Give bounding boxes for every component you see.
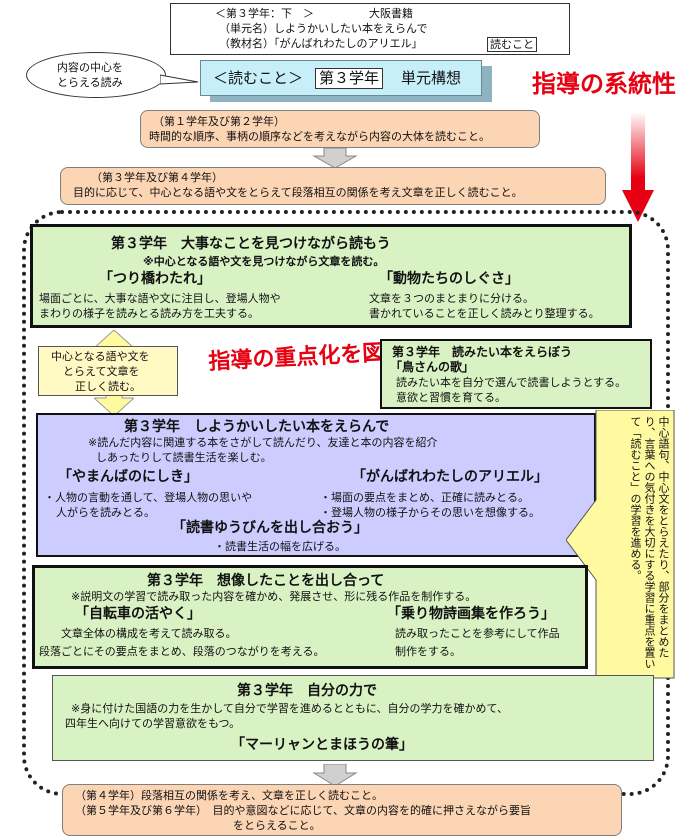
block3-right-title: 「乗り物詩画集を作ろう」 [387, 606, 555, 622]
header-line2: （単元名）しようかいしたい本をえらんで [219, 22, 428, 35]
header-line1: ＜第３学年：下 ＞ 大阪書籍 [215, 7, 413, 20]
block2-left-l2: 人がらを読みとる。 [56, 506, 155, 519]
block2-bottom-l1: ・読書生活の幅を広げる。 [214, 540, 346, 553]
block2-left-l1: ・人物の言動を通して、登場人物の思いや [44, 491, 253, 504]
block2-bottom-title: 「読書ゆうびんを出し合おう」 [172, 520, 368, 536]
ellipse-pointer [160, 74, 199, 85]
block1-left-l2: まわりの様子を読みとる読み方を工夫する。 [39, 307, 259, 320]
vertical-note: 中心語句、中心文をとらえたり、部分をまとめたり、言葉への気付きを大切にする学習に… [596, 414, 674, 676]
next-grade-box: （第４学年）段落相互の関係を考え、文章を正しく読むこと。 （第５学年及び第６学年… [62, 784, 622, 836]
block-2: 第３学年 しようかいしたい本をえらんで ※読んだ内容に関連する本をさがして読んだ… [36, 413, 596, 557]
block1-left-title: 「つり橋わたれ」 [99, 271, 211, 287]
block2-note2: しあったりして読書生活を楽しむ。 [96, 451, 272, 464]
block1-left-l1: 場面ごとに、大事な語や文に注目し、登場人物や [39, 292, 281, 305]
vertical-note-text: 中心語句、中心文をとらえたり、部分をまとめたり、言葉への気付きを大切にする学習に… [629, 416, 670, 669]
block1-title: 第３学年 大事なことを見つけながら読もう [111, 236, 391, 252]
block3-note: ※説明文の学習で読み取った内容を確かめ、発展させ、形に残る作品を制作する。 [71, 590, 477, 603]
block2-left-title: 「やまんばのにしき」 [58, 469, 198, 485]
block-4: 第３学年 自分の力で ※身に付けた国語の力を生かして自分で学習を進めるとともに、… [52, 675, 654, 761]
block2-note1: ※読んだ内容に関連する本をさがして読んだり、友達と本の内容を紹介 [88, 436, 438, 449]
header-box: ＜第３学年：下 ＞ 大阪書籍 （単元名）しようかいしたい本をえらんで （教材名）… [170, 3, 570, 55]
book-l2: 意欲と習慣を育てる。 [396, 391, 506, 404]
system-arrow [622, 112, 654, 222]
unit-banner-suffix: 単元構想 [401, 69, 462, 87]
header-badge: 読むこと [487, 37, 537, 52]
block2-right-l1: ・場面の要点をまとめ、正確に読みとる。 [320, 491, 529, 504]
vertical-note-arrow [566, 410, 675, 679]
block1-right-l2: 書かれていることを正しく読みとり整理する。 [369, 307, 600, 320]
ellipse-line2: とらえる読み [57, 76, 123, 89]
prev-grade-text: 時間的な順序、事柄の順序などを考えながら内容の大体を読むこと。 [149, 130, 490, 143]
block3-left-l1: 文章全体の構成を考えて読み取る。 [61, 627, 237, 640]
grade34-label: （第３学年及び第４学年） [91, 171, 223, 184]
block4-note2: 四年生へ向けての学習意欲をもつ。 [65, 717, 241, 730]
block4-title: 第３学年 自分の力で [237, 683, 377, 699]
book-title: 第３学年 読みたい本をえらぼう [392, 345, 573, 359]
next-grade-l3: をとらえること。 [233, 819, 321, 832]
side-note: 中心となる語や文を とらえて文章を 正しく読む。 [38, 346, 178, 396]
block-book: 第３学年 読みたい本をえらぼう 「鳥さんの歌」 読みたい本を自分で選んで読書しよ… [380, 339, 652, 409]
block3-left-l2: 段落ごとにその要点をまとめ、段落のつながりを考える。 [39, 645, 325, 658]
grade34-text: 目的に応じて、中心となる語や文をとらえて段落相互の関係を考え文章を正しく読むこと… [73, 186, 523, 199]
ellipse-line1: 内容の中心を [57, 61, 123, 74]
block4-note1: ※身に付けた国語の力を生かして自分で学習を進めるとともに、自分の学力を確かめて、 [71, 702, 509, 715]
system-title: 指導の系統性 [532, 70, 676, 98]
block3-title: 第３学年 想像したことを出し合って [147, 573, 385, 589]
book-sub: 「鳥さんの歌」 [390, 360, 475, 374]
next-grade-l2: （第５学年及び第６学年） 目的や意図などに応じて、文章の内容を的確に押さえながら… [75, 804, 531, 817]
block1-note: ※中心となる語や文を見つけながら文章を読む。 [143, 255, 385, 268]
book-l1: 読みたい本を自分で選んで読書しようとする。 [396, 376, 627, 389]
block-3: 第３学年 想像したことを出し合って ※説明文の学習で読み取った内容を確かめ、発展… [32, 565, 588, 669]
block4-work: 「マーリャンとまほうの筆」 [231, 737, 413, 753]
block3-right-l2: 制作をする。 [395, 645, 461, 658]
block2-right-title: 「がんばれわたしのアリエル」 [352, 469, 548, 485]
next-grade-l1: （第４学年）段落相互の関係を考え、文章を正しく読むこと。 [75, 789, 383, 802]
prev-grade-box: （第１学年及び第２学年） 時間的な順序、事柄の順序などを考えながら内容の大体を読… [140, 110, 540, 148]
unit-banner-grade: 第３学年 [315, 68, 384, 89]
grade34-box: （第３学年及び第４学年） 目的に応じて、中心となる語や文をとらえて段落相互の関係… [60, 167, 606, 205]
block2-title: 第３学年 しようかいしたい本をえらんで [124, 419, 390, 435]
prev-grade-label: （第１学年及び第２学年） [153, 115, 285, 128]
block1-right-l1: 文章を３つのまとまりに分ける。 [369, 292, 534, 305]
side-note-l2: とらえて文章を [63, 365, 140, 378]
flow-arrow-1 [312, 148, 358, 168]
unit-banner-prefix: ＜読むこと＞ [213, 69, 304, 87]
flow-arrow-2 [312, 764, 358, 786]
header-line3: （教材名）「がんばれわたしのアリエル」 [219, 37, 423, 50]
side-note-l3: 正しく読む。 [75, 380, 141, 393]
focus-ellipse: 内容の中心を とらえる読み [26, 52, 166, 98]
block3-left-title: 「自転車の活やく」 [75, 606, 201, 622]
block-1: 第３学年 大事なことを見つけながら読もう ※中心となる語や文を見つけながら文章を… [30, 224, 632, 328]
side-note-l1: 中心となる語や文を [51, 350, 150, 363]
block1-right-title: 「動物たちのしぐさ」 [379, 271, 519, 287]
block3-right-l1: 読み取ったことを参考にして作品 [395, 627, 560, 640]
block2-right-l2: ・登場人物の様子からその思いを想像する。 [320, 506, 540, 519]
unit-banner: ＜読むこと＞ 第３学年 単元構想 [200, 60, 482, 96]
